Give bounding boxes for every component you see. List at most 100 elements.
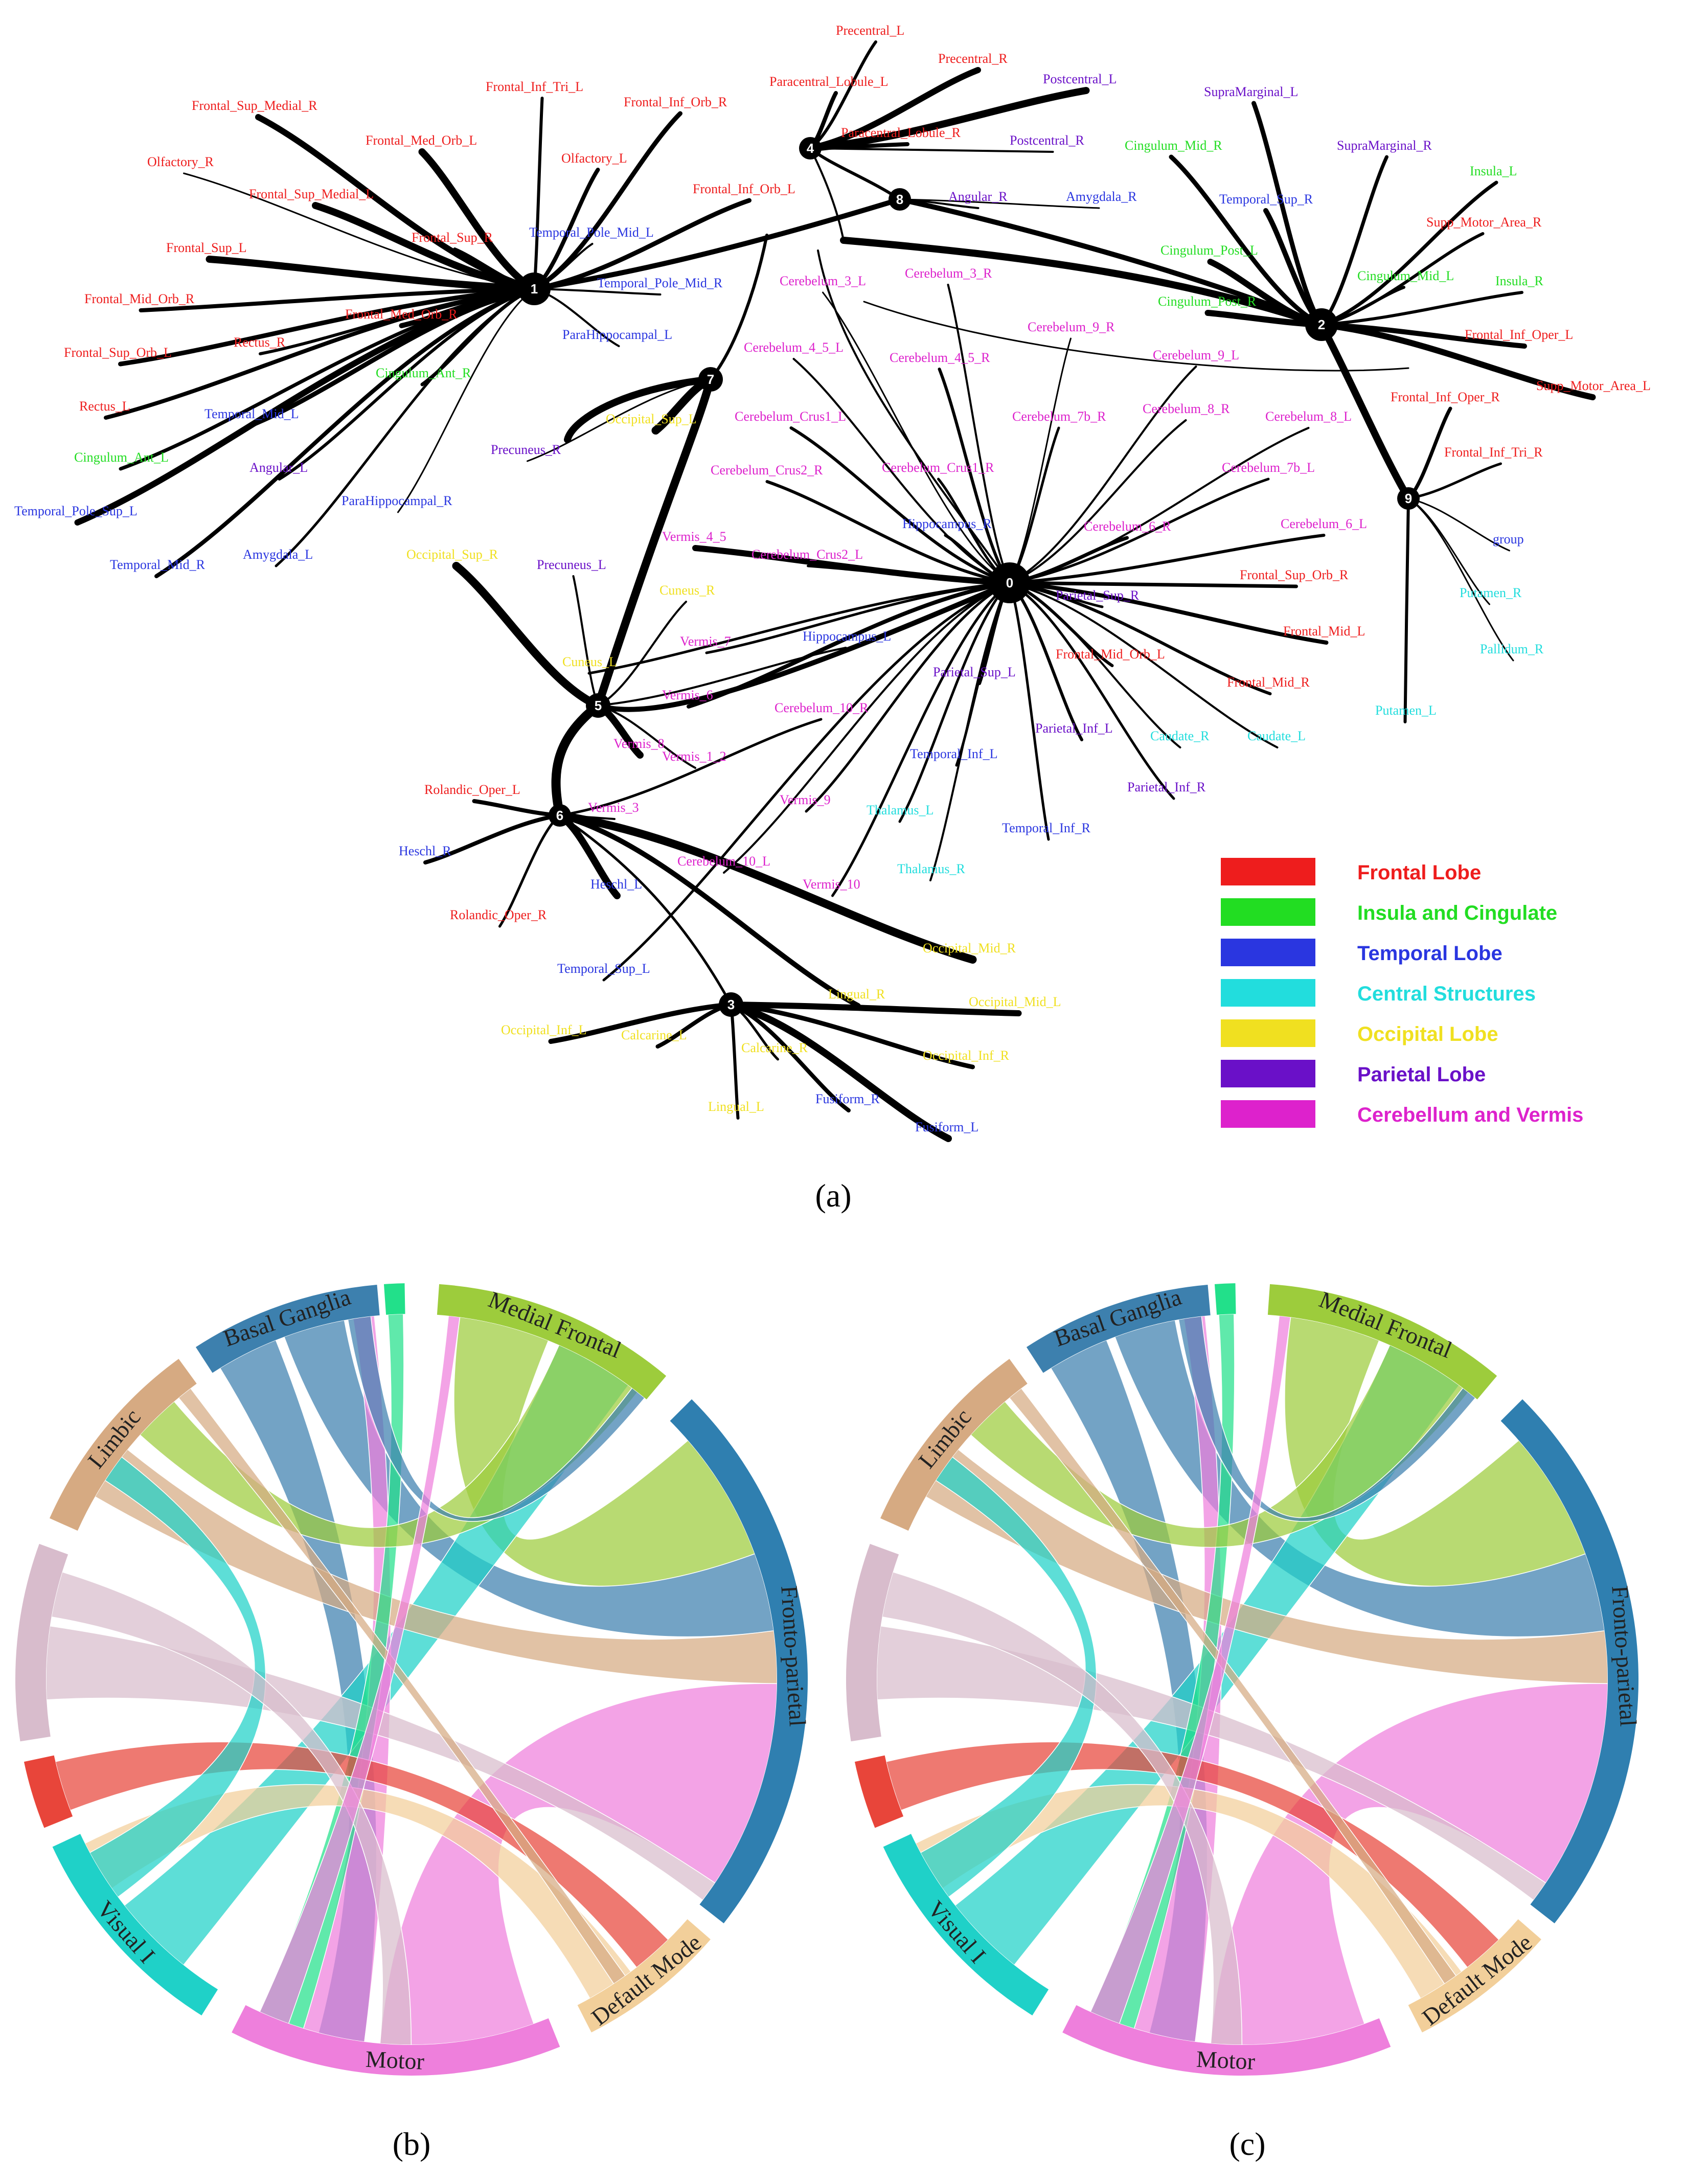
- legend-label: Occipital Lobe: [1357, 1023, 1498, 1045]
- tree-leaf-label: Vermis_4_5: [662, 529, 726, 544]
- tree-leaf-edge: [1008, 581, 1175, 800]
- tree-leaf-edge: [1407, 497, 1514, 662]
- tree-leaf-label: Parietal_Inf_L: [1035, 721, 1113, 736]
- tree-internal-edge: [558, 814, 733, 1006]
- tree-leaf-label: Heschl_L: [590, 877, 642, 892]
- tree-leaf-edge: [498, 814, 561, 928]
- tree-leaf-label: Occipital_Mid_L: [969, 994, 1061, 1009]
- tree-leaf-label: Lingual_R: [828, 987, 885, 1002]
- tree-leaf-label: Hippocampus_L: [803, 629, 891, 644]
- tree-leaf-label: Parietal_Inf_R: [1127, 780, 1206, 794]
- tree-leaf-label: Cerebelum_7b_L: [1222, 460, 1315, 475]
- legend-item: Cerebellum and Vermis: [1221, 1100, 1583, 1128]
- tree-leaf-edge: [765, 480, 1011, 584]
- tree-leaf-label: Amygdala_R: [1066, 189, 1137, 204]
- tree-leaf-label: Frontal_Mid_R: [1227, 675, 1310, 690]
- tree-leaf-label: Caudate_L: [1247, 729, 1306, 743]
- tree-leaf-edge: [312, 202, 538, 292]
- tree-leaf-edge: [1008, 581, 1329, 645]
- tree-leaf-label: Cuneus_R: [659, 583, 715, 598]
- legend-swatch: [1221, 939, 1315, 966]
- chord-group-arc: [883, 1834, 1049, 2016]
- chord-ribbon: [1178, 1315, 1476, 1522]
- tree-leaf-label: Cerebelum_4_5_L: [744, 340, 844, 355]
- tree-leaf-edge: [1407, 462, 1502, 500]
- tree-leaf-label: Rectus_L: [79, 399, 130, 414]
- legend-label: Cerebellum and Vermis: [1357, 1104, 1583, 1126]
- tree-leaf-label: Cerebelum_Crus1_R: [882, 460, 994, 475]
- tree-leaf-edge: [899, 198, 1100, 209]
- tree-leaf-edge: [809, 147, 1054, 153]
- legend-item: Temporal Lobe: [1221, 939, 1502, 966]
- chord-group-arc: [383, 1283, 405, 1315]
- tree-node-0: 0: [989, 562, 1030, 603]
- tree-leaf-label: Caudate_R: [1150, 729, 1210, 743]
- tree-leaf-edge: [723, 582, 1011, 874]
- tree-leaf-edge: [807, 564, 1011, 584]
- legend-swatch: [1221, 898, 1315, 926]
- chord-group-arc: [846, 1543, 899, 1742]
- tree-leaf-label: Precentral_L: [836, 23, 904, 38]
- tree-leaf-label: Amygdala_L: [243, 547, 313, 562]
- legend-item: Occipital Lobe: [1221, 1019, 1498, 1047]
- tree-leaf-label: Frontal_Med_Orb_L: [366, 133, 477, 148]
- tree-leaf-label: Cerebelum_9_R: [1028, 320, 1115, 334]
- tree-node-6: 6: [549, 804, 571, 827]
- tree-node-5: 5: [586, 693, 610, 718]
- chord-group-arc: [1500, 1399, 1639, 1924]
- tree-leaf-label: Angular_R: [948, 189, 1008, 204]
- tree-leaf-edge: [597, 601, 687, 707]
- tree-leaf-label: Temporal_Mid_R: [110, 557, 206, 572]
- legend-item: Parietal Lobe: [1221, 1060, 1486, 1087]
- tree-leaf-label: Precuneus_L: [537, 557, 606, 572]
- tree-leaf-edge: [556, 811, 977, 964]
- tree-leaf-label: Temporal_Inf_R: [1002, 821, 1091, 835]
- chord-group-label: Motor: [1196, 2046, 1256, 2075]
- tree-leaf-label: Cingulum_Post_R: [1158, 294, 1257, 309]
- tree-leaf-edge: [728, 1002, 1022, 1016]
- tree-leaf-edge: [938, 368, 1011, 584]
- tree-leaf-label: Vermis_8: [613, 736, 665, 751]
- tree-leaf-label: Cerebelum_6_L: [1281, 516, 1367, 531]
- tree-node-circle: [1305, 308, 1338, 341]
- tree-node-label: 3: [727, 997, 735, 1012]
- tree-node-circle: [518, 272, 551, 305]
- tree-leaf-label: Postcentral_L: [1043, 72, 1117, 86]
- tree-leaf-edge: [727, 1001, 952, 1142]
- tree-node-2: 2: [1305, 308, 1338, 341]
- tree-internal-edge: [809, 147, 901, 201]
- tree-leaf-label: Cerebelum_10_R: [775, 700, 869, 715]
- legend-swatch: [1221, 858, 1315, 885]
- chord-group-arc: [1214, 1283, 1236, 1315]
- tree-leaf-label: Occipital_Inf_L: [501, 1022, 587, 1037]
- tree-leaf-edge: [472, 799, 562, 817]
- tree-leaf-edge: [809, 40, 877, 150]
- legend-item: Insula and Cingulate: [1221, 898, 1557, 926]
- tree-leaf-label: Frontal_Sup_Orb_R: [1240, 567, 1349, 582]
- tree-leaf-label: Vermis_9: [780, 792, 831, 807]
- tree-leaf-edge: [1251, 101, 1324, 327]
- tree-node-3: 3: [719, 992, 743, 1017]
- tree-node-9: 9: [1397, 487, 1420, 510]
- tree-leaf-edge: [1009, 366, 1197, 584]
- tree-node-label: 0: [1006, 575, 1013, 590]
- legend-label: Insula and Cingulate: [1357, 902, 1557, 924]
- tree-leaf-label: Cerebelum_9_L: [1153, 348, 1239, 362]
- tree-leaf-label: Occipital_Inf_R: [923, 1048, 1010, 1063]
- tree-leaf-edge: [558, 718, 823, 817]
- tree-leaf-edge: [154, 287, 536, 578]
- chord-group-arc: [854, 1755, 904, 1828]
- tree-leaf-label: Hippocampus_R: [902, 516, 992, 531]
- tree-internal-edge: [863, 301, 1409, 372]
- tree-leaf-label: Cuneus_L: [562, 654, 617, 669]
- tree-leaf-labels: Frontal_Sup_Medial_RFrontal_Inf_Tri_LFro…: [14, 23, 1651, 1134]
- tree-leaf-label: Cerebelum_10_L: [677, 854, 770, 869]
- legend-label: Central Structures: [1357, 983, 1536, 1005]
- tree-leaf-label: Fusiform_R: [815, 1091, 880, 1106]
- tree-leaf-edge: [929, 582, 1011, 881]
- tree-leaf-label: Frontal_Sup_Medial_L: [249, 187, 374, 201]
- tree-leaf-edge: [1009, 419, 1187, 584]
- tree-leaf-label: Rolandic_Oper_R: [450, 907, 547, 922]
- tree-leaf-label: Paracentral_Lobule_L: [769, 74, 888, 89]
